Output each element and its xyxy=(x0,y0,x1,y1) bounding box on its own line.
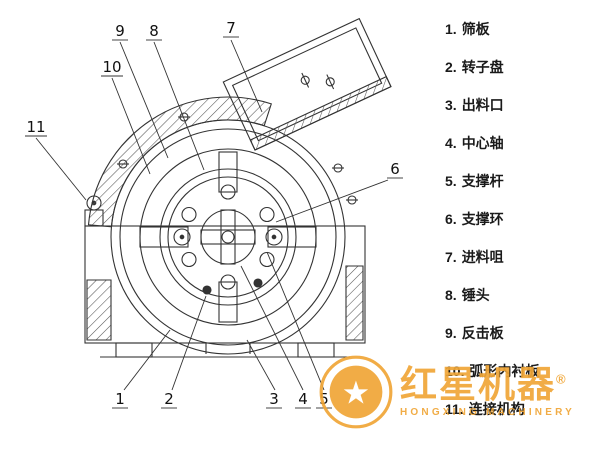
callout-4: 4 xyxy=(298,390,308,408)
base-liner-left xyxy=(86,279,112,341)
watermark-text: 红星机器® HONGXING MACHINERY xyxy=(400,363,576,419)
parts-legend: 1.筛板 2.转子盘 3.出料口 4.中心轴 5.支撑杆 6.支撑环 7.进料咀… xyxy=(445,22,539,417)
legend-label: 中心轴 xyxy=(461,135,504,151)
legend-label: 反击板 xyxy=(461,325,504,341)
legend-item-6: 6.支撑环 xyxy=(445,212,539,227)
registered-mark: ® xyxy=(556,371,568,387)
legend-label: 出料口 xyxy=(461,97,504,113)
legend-num: 10. xyxy=(445,363,465,379)
feed-chute xyxy=(222,17,392,151)
callout-1: 1 xyxy=(115,390,125,408)
legend-label: 锤头 xyxy=(461,287,490,303)
legend-num: 6. xyxy=(445,211,457,227)
callout-5: 5 xyxy=(319,390,329,408)
rotor-outer-ring xyxy=(139,148,317,326)
legend-label: 转子盘 xyxy=(461,59,504,75)
leader-lines xyxy=(25,36,403,409)
screen-plate-ring xyxy=(119,128,337,346)
star-icon: ★ xyxy=(342,376,370,412)
callout-8: 8 xyxy=(149,22,159,40)
machine-body xyxy=(84,17,392,358)
legend-num: 1. xyxy=(445,21,457,37)
brand-name-cn: 红星机器® xyxy=(400,363,575,405)
legend-label: 弧形内衬板 xyxy=(469,363,540,379)
callout-10: 10 xyxy=(102,58,121,76)
legend-label: 筛板 xyxy=(461,21,490,37)
legend-num: 8. xyxy=(445,287,457,303)
legend-num: 9. xyxy=(445,325,457,341)
crusher-diagram: 9 8 7 10 11 6 1 2 3 4 5 xyxy=(25,17,403,409)
legend-item-2: 2.转子盘 xyxy=(445,60,539,75)
legend-label: 连接机构 xyxy=(468,401,525,417)
legend-num: 11. xyxy=(445,401,464,417)
legend-item-8: 8.锤头 xyxy=(445,288,539,303)
legend-item-10: 10.弧形内衬板 xyxy=(445,364,539,379)
legend-item-7: 7.进料咀 xyxy=(445,250,539,265)
rotor-disc-inner-ring xyxy=(167,176,289,298)
rotor-disc-ring xyxy=(159,168,297,306)
legend-item-1: 1.筛板 xyxy=(445,22,539,37)
base-frame xyxy=(84,225,366,344)
legend-num: 3. xyxy=(445,97,457,113)
support-rods xyxy=(139,151,317,323)
hongxing-logo-icon: ★ xyxy=(319,355,393,429)
base-liner-right xyxy=(345,265,364,341)
legend-label: 支撑杆 xyxy=(461,173,504,189)
callout-numbers: 9 8 7 10 11 6 1 2 3 4 5 xyxy=(26,19,399,408)
housing-bolts xyxy=(117,112,358,205)
legend-item-4: 4.中心轴 xyxy=(445,136,539,151)
support-ring-holes xyxy=(181,184,275,295)
legend-num: 4. xyxy=(445,135,457,151)
callout-2: 2 xyxy=(164,390,174,408)
hongxing-watermark: ★ 红星机器® HONGXING MACHINERY xyxy=(318,354,575,430)
legend-item-3: 3.出料口 xyxy=(445,98,539,113)
legend-num: 7. xyxy=(445,249,457,265)
base-foot-left xyxy=(115,342,153,358)
brand-name-en: HONGXING MACHINERY xyxy=(400,407,576,419)
legend-num: 5. xyxy=(445,173,457,189)
center-shaft xyxy=(200,209,256,265)
legend-label: 支撑环 xyxy=(461,211,504,227)
callout-11: 11 xyxy=(26,118,45,136)
legend-num: 2. xyxy=(445,59,457,75)
callout-7: 7 xyxy=(226,19,236,37)
legend-item-9: 9.反击板 xyxy=(445,326,539,341)
callout-6: 6 xyxy=(390,160,400,178)
legend-item-11: 11.连接机构 xyxy=(445,402,539,417)
callout-9: 9 xyxy=(115,22,125,40)
housing-outer xyxy=(110,119,346,355)
callout-3: 3 xyxy=(269,390,279,408)
legend-item-5: 5.支撑杆 xyxy=(445,174,539,189)
legend-label: 进料咀 xyxy=(461,249,504,265)
brand-cn-text: 红星机器 xyxy=(400,363,556,405)
